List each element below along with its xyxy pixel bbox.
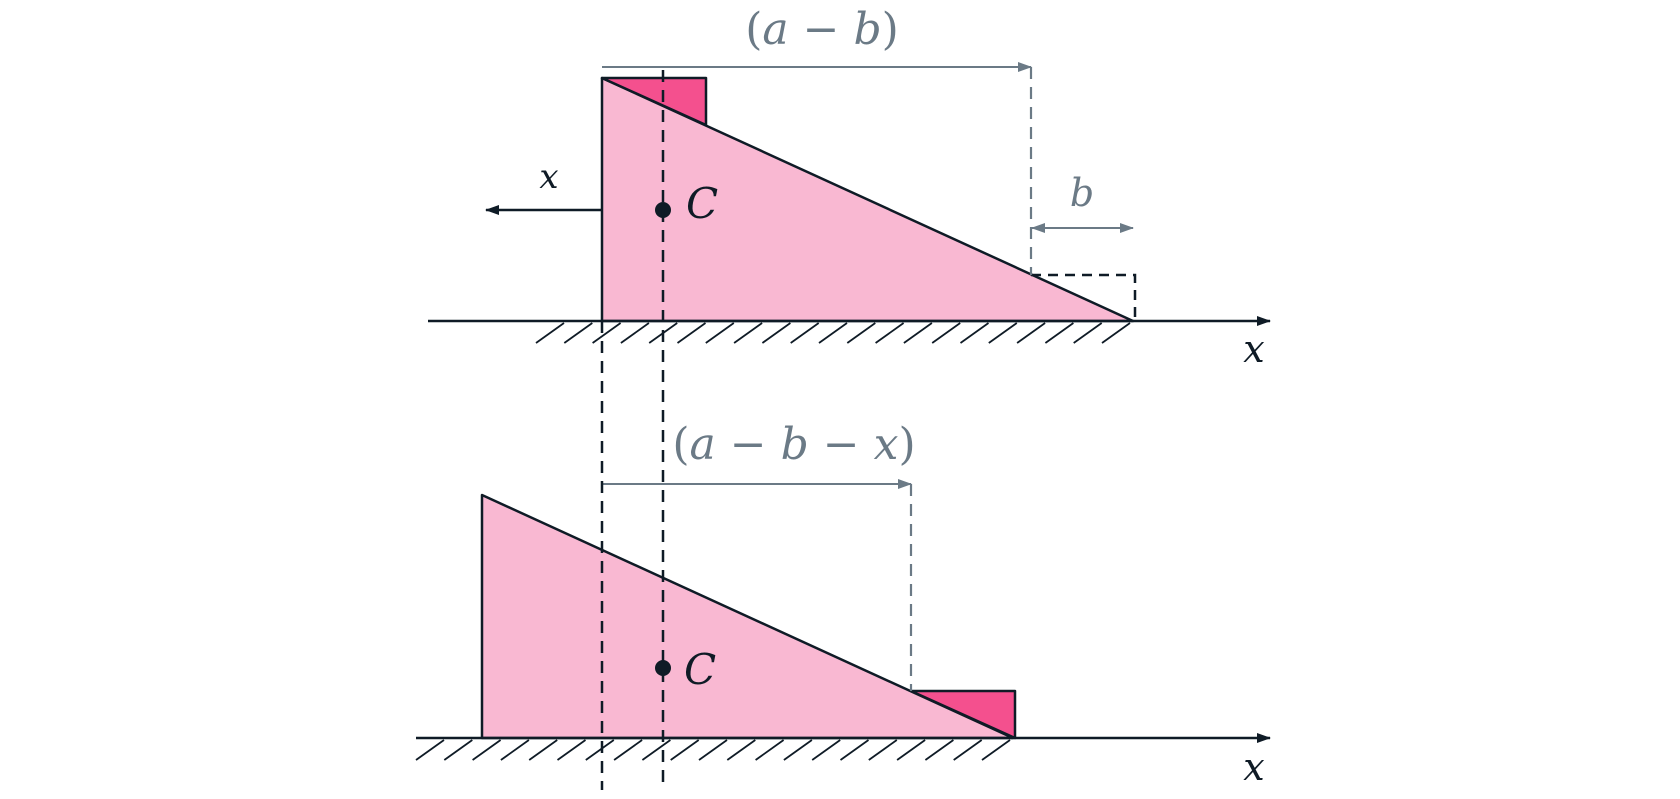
hatch-mark xyxy=(1073,322,1103,344)
hatch-mark xyxy=(839,739,870,761)
hatch-mark xyxy=(959,322,990,344)
hatch-mark xyxy=(726,739,756,761)
hatch-mark xyxy=(981,739,1011,761)
bottom-center-of-mass-dot xyxy=(655,660,671,676)
hatch-mark xyxy=(896,739,926,761)
hatch-mark xyxy=(563,322,593,344)
bottom-axis-label: x xyxy=(1243,745,1264,789)
hatch-mark xyxy=(811,739,841,761)
hatch-mark xyxy=(472,739,502,761)
top-center-of-mass-label: C xyxy=(686,179,718,228)
hatch-mark xyxy=(415,739,445,761)
hatch-mark xyxy=(783,739,813,761)
b-dim-label: b xyxy=(1070,171,1094,215)
hatch-mark xyxy=(528,739,558,761)
hatch-mark xyxy=(500,739,530,761)
hatch-mark xyxy=(875,322,905,344)
hatch-mark xyxy=(846,322,876,344)
hatch-mark xyxy=(953,739,983,761)
hatch-mark xyxy=(676,322,707,344)
hatch-mark xyxy=(761,322,791,344)
hatch-mark xyxy=(613,739,643,761)
hatch-mark xyxy=(698,739,728,761)
top-block-final-outline xyxy=(1031,273,1137,321)
hatch-mark xyxy=(641,739,671,761)
hatch-mark xyxy=(585,739,615,761)
hatch-mark xyxy=(535,322,565,344)
hatch-mark xyxy=(790,322,820,344)
bottom-dim-label: (a − b − x) xyxy=(672,419,915,470)
top-axis-label: x xyxy=(1243,327,1264,371)
displacement-label: x xyxy=(539,157,558,197)
hatch-mark xyxy=(443,739,473,761)
hatch-mark xyxy=(592,322,622,344)
hatch-mark xyxy=(868,739,898,761)
hatch-mark xyxy=(931,322,961,344)
hatch-mark xyxy=(733,322,763,344)
hatch-mark xyxy=(705,322,735,344)
bottom-ground-hatching xyxy=(415,739,1011,761)
top-ground-hatching xyxy=(535,322,1131,344)
hatch-mark xyxy=(755,739,785,761)
hatch-mark xyxy=(1044,322,1074,344)
top-dim-label: (a − b) xyxy=(745,4,899,55)
hatch-mark xyxy=(903,322,933,344)
hatch-mark xyxy=(620,322,650,344)
top-block xyxy=(600,76,708,127)
bottom-scene: C (a − b − x) x xyxy=(415,419,1271,789)
top-scene: x C (a − b) b x xyxy=(428,4,1271,371)
hatch-mark xyxy=(670,739,700,761)
bottom-center-of-mass-label: C xyxy=(684,645,716,694)
bottom-block xyxy=(909,689,1017,740)
hatch-mark xyxy=(818,322,848,344)
hatch-mark xyxy=(1101,322,1131,344)
hatch-mark xyxy=(988,322,1018,344)
hatch-mark xyxy=(924,739,954,761)
hatch-mark xyxy=(556,739,587,761)
hatch-mark xyxy=(1016,322,1046,344)
